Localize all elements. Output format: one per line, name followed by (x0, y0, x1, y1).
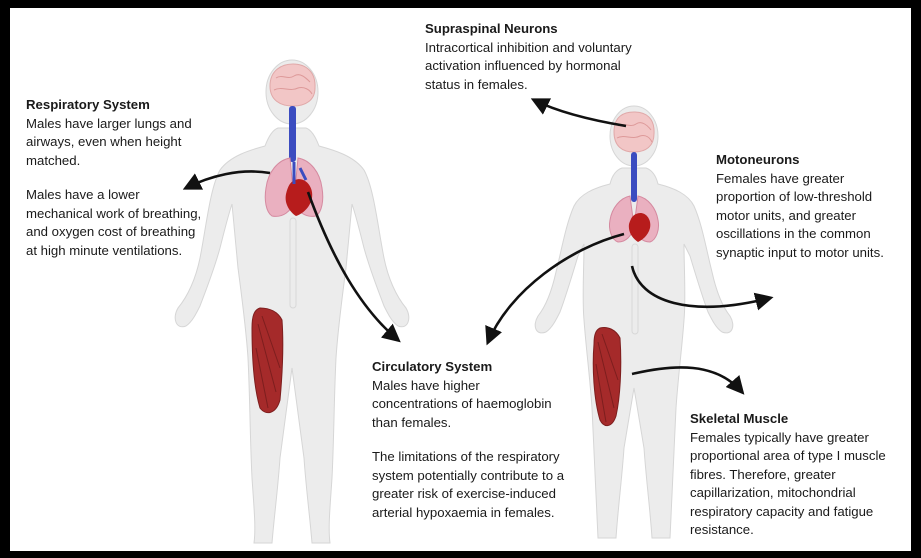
male-spinal-vessel (289, 106, 296, 162)
circulatory-title: Circulatory System (372, 358, 568, 377)
circulatory-text-2: The limitations of the respiratory syste… (372, 448, 568, 522)
circulatory-system-label: Circulatory System Males have higher con… (372, 358, 568, 522)
male-brain (270, 64, 315, 106)
respiratory-system-label: Respiratory System Males have larger lun… (26, 96, 231, 260)
female-spinal-vessel (631, 152, 637, 202)
motoneurons-text: Females have greater proportion of low-t… (716, 170, 906, 263)
skeletal-text: Females typically have greater proportio… (690, 429, 908, 540)
supraspinal-neurons-label: Supraspinal Neurons Intracortical inhibi… (425, 20, 655, 94)
supraspinal-text: Intracortical inhibition and voluntary a… (425, 39, 655, 95)
motoneurons-label: Motoneurons Females have greater proport… (716, 151, 906, 262)
figure-panel: Respiratory System Males have larger lun… (10, 8, 911, 551)
circulatory-text-1: Males have higher concentrations of haem… (372, 377, 568, 433)
supraspinal-title: Supraspinal Neurons (425, 20, 655, 39)
respiratory-text-1: Males have larger lungs and airways, eve… (26, 115, 231, 171)
female-brain (614, 112, 654, 152)
skeletal-title: Skeletal Muscle (690, 410, 908, 429)
motoneurons-title: Motoneurons (716, 151, 906, 170)
respiratory-text-2: Males have a lower mechanical work of br… (26, 186, 202, 260)
respiratory-title: Respiratory System (26, 96, 231, 115)
skeletal-muscle-label: Skeletal Muscle Females typically have g… (690, 410, 908, 540)
